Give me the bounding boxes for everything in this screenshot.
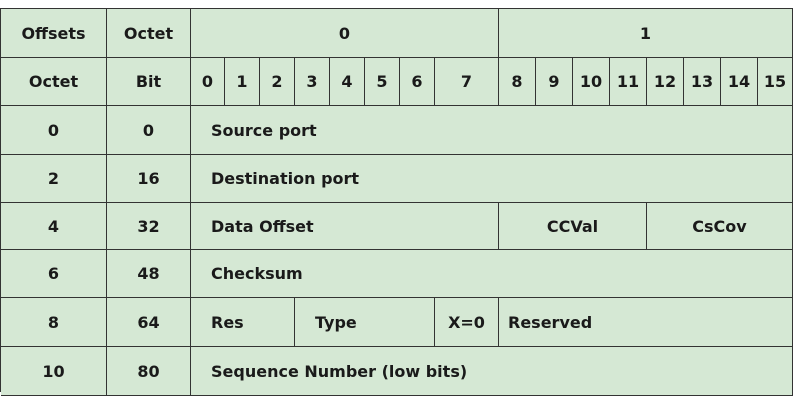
row-octet: 10 [1, 347, 107, 396]
bit-number: 1 [225, 58, 260, 106]
row-octet: 8 [1, 298, 107, 347]
row-bit: 48 [107, 250, 191, 298]
bit-number: 11 [610, 58, 647, 106]
header-bit-label: Bit [107, 58, 191, 106]
bit-number: 3 [295, 58, 330, 106]
row-bit: 64 [107, 298, 191, 347]
header-octet: Octet [107, 9, 191, 58]
field-x: X=0 [435, 298, 499, 347]
bit-number: 6 [400, 58, 435, 106]
field-reserved: Reserved [499, 298, 793, 347]
bit-number: 8 [499, 58, 536, 106]
header-octet-label: Octet [1, 58, 107, 106]
field-ccval: CCVal [499, 203, 647, 250]
bit-number: 13 [684, 58, 721, 106]
bit-number: 0 [191, 58, 225, 106]
field-checksum: Checksum [191, 250, 793, 298]
field-type: Type [295, 298, 435, 347]
bit-number: 14 [721, 58, 758, 106]
row-bit: 0 [107, 106, 191, 155]
field-sequence-number: Sequence Number (low bits) [191, 347, 793, 396]
bit-number: 10 [573, 58, 610, 106]
row-bit: 32 [107, 203, 191, 250]
bit-number: 4 [330, 58, 365, 106]
packet-header-table: Offsets Octet 0 1 Octet Bit 0 1 2 3 4 5 … [0, 8, 793, 396]
field-cscov: CsCov [647, 203, 793, 250]
bit-number: 2 [260, 58, 295, 106]
bit-number: 7 [435, 58, 499, 106]
bit-number: 5 [365, 58, 400, 106]
field-source-port: Source port [191, 106, 793, 155]
row-octet: 2 [1, 155, 107, 203]
header-offsets: Offsets [1, 9, 107, 58]
row-octet: 4 [1, 203, 107, 250]
row-octet: 6 [1, 250, 107, 298]
field-res: Res [191, 298, 295, 347]
field-data-offset: Data Offset [191, 203, 499, 250]
bit-number: 12 [647, 58, 684, 106]
row-bit: 80 [107, 347, 191, 396]
header-octet-1: 1 [499, 9, 793, 58]
header-octet-0: 0 [191, 9, 499, 58]
bit-number: 15 [758, 58, 793, 106]
field-destination-port: Destination port [191, 155, 793, 203]
row-bit: 16 [107, 155, 191, 203]
row-octet: 0 [1, 106, 107, 155]
bit-number: 9 [536, 58, 573, 106]
